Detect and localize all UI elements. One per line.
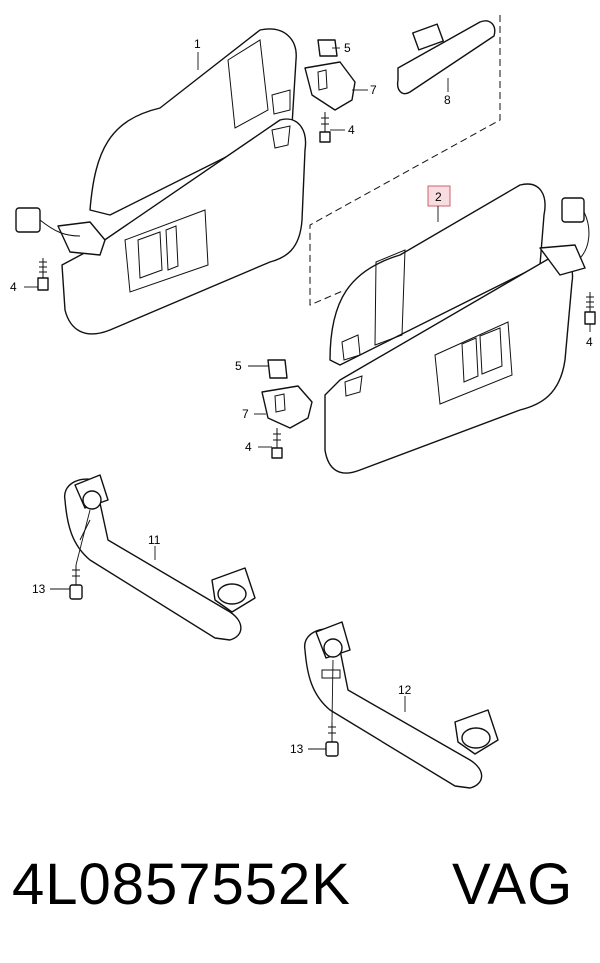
grab-handle-12 (304, 621, 499, 789)
leader-lines (24, 47, 591, 750)
callout-2: 2 (435, 190, 442, 204)
callout-12: 12 (398, 683, 412, 697)
screw-4-left (37, 258, 49, 291)
part-2-highlight (427, 185, 451, 207)
callout-4-left: 4 (10, 280, 17, 294)
clip-and-holder-top (304, 39, 356, 143)
clip-and-holder-middle (261, 359, 313, 459)
callout-13-right: 13 (290, 742, 304, 756)
callout-4-right: 4 (586, 335, 593, 349)
right-sun-visor (324, 183, 590, 474)
callout-13-left: 13 (32, 582, 46, 596)
callout-11: 11 (148, 533, 161, 547)
footer: 4L0857552K VAG (0, 835, 600, 935)
callout-7-top: 7 (370, 83, 377, 97)
screw-4-right (584, 292, 596, 325)
callout-4-top: 4 (348, 123, 355, 137)
callout-labels: 1 5 7 4 8 4 2 4 5 7 4 11 13 12 13 (10, 37, 593, 756)
callout-4-middle: 4 (245, 440, 252, 454)
grab-handle-11 (64, 474, 256, 641)
screw-13-left (69, 509, 91, 600)
mirror-cover-8 (396, 20, 496, 95)
left-sun-visor (15, 28, 307, 335)
callout-5-top: 5 (344, 41, 351, 55)
callout-5-middle: 5 (235, 359, 242, 373)
screw-13-right (325, 659, 339, 757)
assembly-boundary-lines (309, 15, 501, 306)
callout-7-middle: 7 (242, 407, 249, 421)
part-number: 4L0857552K (12, 852, 351, 917)
callout-8: 8 (444, 93, 451, 107)
brand-name: VAG (452, 852, 574, 917)
callout-1: 1 (194, 37, 201, 51)
